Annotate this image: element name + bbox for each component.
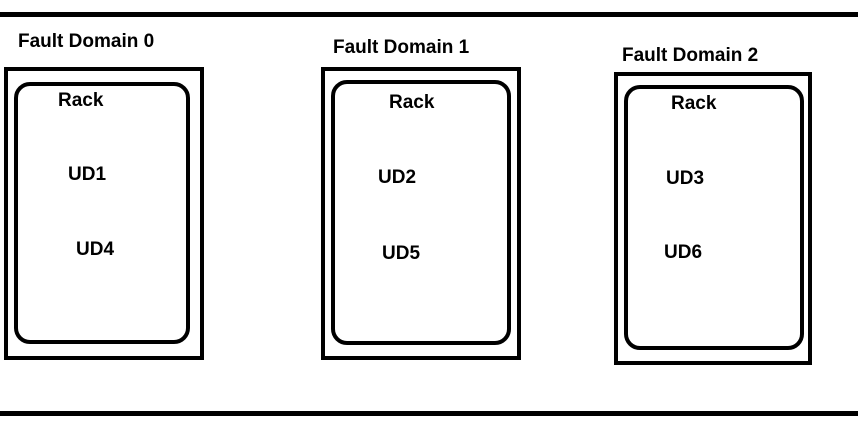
fault-domain-1-ud-1: UD2	[378, 167, 417, 188]
fault-domain-1-rack	[331, 80, 511, 345]
fault-domain-0-rack-label: Rack	[58, 90, 104, 111]
fault-domain-2-box	[614, 72, 812, 365]
fault-domain-0-box	[4, 67, 204, 360]
fault-domain-0-rack	[14, 82, 190, 344]
fault-domain-0-ud-1: UD1	[68, 164, 107, 185]
fault-domain-0-title: Fault Domain 0	[18, 31, 155, 52]
fault-domain-2-rack	[624, 85, 804, 350]
top-divider	[0, 12, 858, 17]
fault-domain-2-ud-1: UD3	[666, 168, 705, 189]
bottom-divider	[0, 411, 858, 416]
fault-domain-2-title: Fault Domain 2	[622, 45, 759, 66]
fault-domain-2-rack-label: Rack	[671, 93, 717, 114]
fault-domain-2-ud-2: UD6	[664, 242, 703, 263]
fault-domain-1-ud-2: UD5	[382, 243, 421, 264]
fault-domain-1-title: Fault Domain 1	[333, 37, 470, 58]
fault-domain-0-ud-2: UD4	[76, 239, 115, 260]
fault-domain-1-box	[321, 67, 521, 360]
fault-domain-1-rack-label: Rack	[389, 92, 435, 113]
